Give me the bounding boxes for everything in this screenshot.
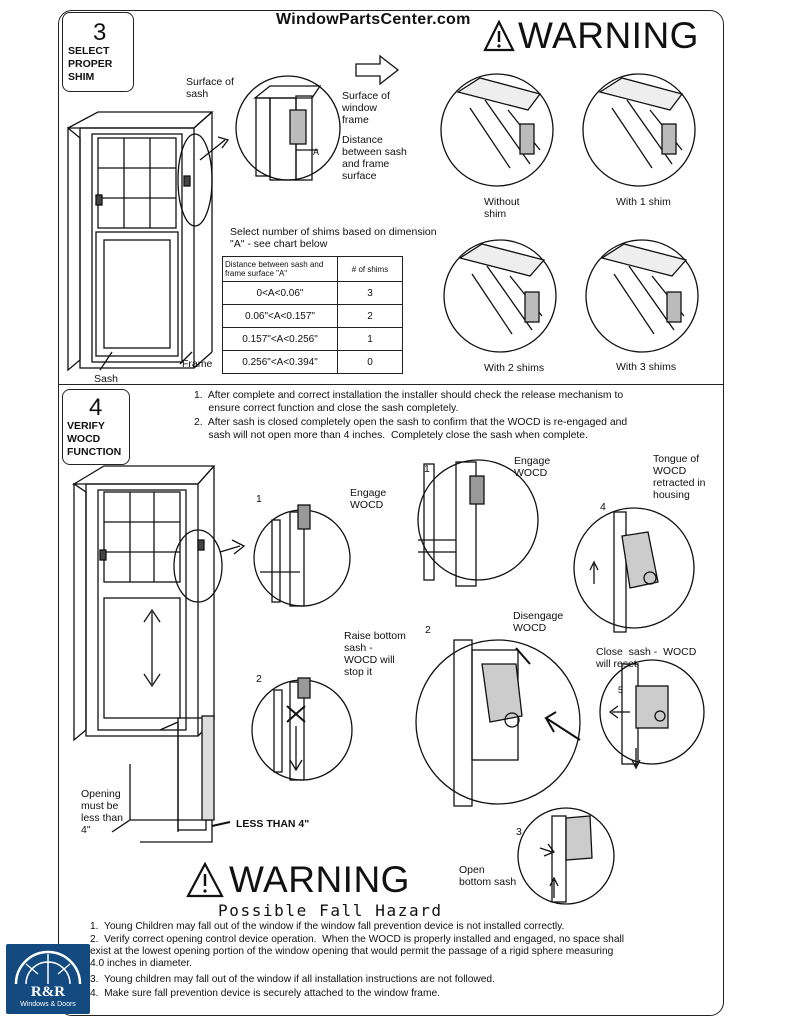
shim-range: 0.256"<A<0.394" — [222, 350, 338, 374]
shim-count: 2 — [337, 304, 403, 328]
left-number-1: 1 — [256, 493, 262, 505]
right-number-5: 5 — [618, 685, 624, 695]
disengage-label: Disengage WOCD — [513, 610, 564, 634]
shim-table: Distance between sash and frame surface … — [222, 256, 403, 374]
step3-badge: 3 SELECT PROPER SHIM — [62, 12, 134, 92]
left-engage-label: Engage WOCD — [350, 487, 387, 511]
step4-instruction-2: 2. After sash is closed completely open … — [194, 417, 628, 441]
step3-label-2: PROPER — [68, 58, 113, 70]
step4-label-1: VERIFY — [67, 420, 105, 432]
site-title: WindowPartsCenter.com — [276, 11, 471, 28]
shim-count: 3 — [337, 281, 403, 305]
shim-caption-3: With 3 shims — [616, 361, 677, 373]
opening-label: Opening must be less than 4" — [81, 788, 124, 836]
callout-distance: Distance between sash and frame surface — [342, 134, 407, 182]
step3-instruction: Select number of shims based on dimensio… — [230, 226, 437, 250]
table-row: 0.256"<A<0.394" 0 — [222, 350, 403, 374]
step3-label-3: SHIM — [68, 71, 95, 83]
shim-table-header-count: # of shims — [337, 256, 403, 282]
logo-brand: R&R — [30, 984, 66, 1000]
warning-heading-top: WARNING — [518, 15, 699, 56]
shim-range: 0.157"<A<0.256" — [222, 327, 338, 351]
page-border — [58, 10, 724, 1016]
right-number-1: 1 — [424, 463, 430, 475]
hazard-subtitle: Possible Fall Hazard — [218, 901, 443, 920]
step4-number: 4 — [89, 394, 103, 421]
logo-arch-icon — [14, 950, 82, 985]
shim-count: 0 — [337, 350, 403, 374]
callout-sash: Sash — [94, 373, 118, 385]
right-number-2: 2 — [425, 624, 431, 636]
step4-label-3: FUNCTION — [67, 446, 122, 458]
section-divider — [58, 384, 724, 385]
close-label: Close sash - WOCD will reset — [596, 646, 697, 670]
rr-logo: R&R Windows & Doors — [6, 944, 90, 1014]
left-number-2: 2 — [256, 673, 262, 685]
hazard-item-2: 2. Verify correct opening control device… — [90, 934, 625, 969]
hazard-item-3: 3. Young children may fall out of the wi… — [90, 974, 495, 985]
right-number-3: 3 — [516, 826, 522, 838]
table-row: 0.157"<A<0.256" 1 — [222, 327, 403, 351]
hazard-item-4: 4. Make sure fall prevention device is s… — [90, 988, 440, 999]
shim-count: 1 — [337, 327, 403, 351]
logo-tagline: Windows & Doors — [20, 1001, 76, 1008]
shim-table-header-distance: Distance between sash and frame surface … — [222, 256, 338, 282]
right-number-4: 4 — [600, 501, 606, 513]
shim-range: 0.06"<A<0.157" — [222, 304, 338, 328]
step3-label-1: SELECT — [68, 45, 110, 57]
callout-a-marker: A — [313, 147, 320, 157]
step3-number: 3 — [93, 19, 107, 46]
callout-frame: Frame — [182, 358, 213, 370]
tongue-label: Tongue of WOCD retracted in housing — [653, 453, 706, 501]
shim-range: 0<A<0.06" — [222, 281, 338, 305]
callout-surface-of-sash: Surface of sash — [186, 76, 234, 100]
callout-surface-of-frame: Surface of window frame — [342, 90, 390, 126]
table-row: 0.06"<A<0.157" 2 — [222, 304, 403, 328]
less-than-label: LESS THAN 4" — [236, 818, 310, 830]
shim-caption-1: With 1 shim — [616, 196, 671, 208]
right-engage-label: Engage WOCD — [514, 455, 551, 479]
shim-caption-2: With 2 shims — [484, 362, 545, 374]
step4-badge: 4 VERIFY WOCD FUNCTION — [62, 389, 130, 465]
step4-label-2: WOCD — [67, 433, 101, 445]
hazard-item-1: 1. Young Children may fall out of the wi… — [90, 921, 565, 932]
left-raise-label: Raise bottom sash - WOCD will stop it — [344, 630, 406, 678]
shim-caption-without: Without shim — [484, 196, 520, 220]
table-row: 0<A<0.06" 3 — [222, 281, 403, 305]
step4-instruction-1: 1. After complete and correct installati… — [194, 390, 624, 414]
open-label: Open bottom sash — [459, 864, 517, 888]
warning-heading-bottom: WARNING — [229, 859, 410, 900]
